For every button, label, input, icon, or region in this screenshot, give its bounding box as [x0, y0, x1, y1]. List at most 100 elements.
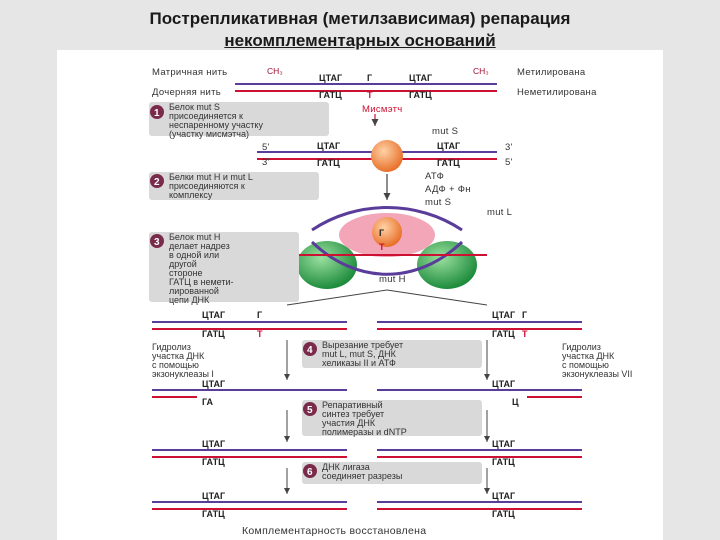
row-left-1 [152, 321, 347, 330]
step2-line: присоединяются к [169, 181, 245, 191]
step3-line: стороне [169, 268, 203, 278]
hydrolysis-left-line: Гидролиз [152, 342, 191, 352]
seq-top: ЦТАГ [202, 491, 225, 501]
hydrolysis-right-line: с помощью [562, 360, 609, 370]
step1-line: неспаренному участку [169, 120, 263, 130]
ch3-label: CH₃ [267, 66, 283, 76]
row-left-2 [152, 389, 347, 398]
base-t: Т [367, 90, 373, 100]
seq-top: ЦТАГ [492, 439, 515, 449]
hydrolysis-left-line: с помощью [152, 360, 199, 370]
slide-title-line1: Пострепликативная (метилзависимая) репар… [149, 9, 571, 28]
step4-box [302, 340, 482, 368]
complementarity-restored-label: Комплементарность восстановлена [242, 525, 426, 537]
step3-box [149, 232, 299, 302]
seq-top: ЦТАГ [202, 310, 225, 320]
step2-number: 2 [154, 177, 160, 188]
base-t: Т [522, 329, 528, 339]
mut-h-right-protein [417, 241, 477, 289]
unmethylated-label: Неметилирована [517, 87, 597, 98]
five-prime: 5' [505, 157, 513, 168]
step2-line: Белки mut H и mut L [169, 172, 253, 182]
hydrolysis-right-line: экзонуклеазы VII [562, 369, 632, 379]
seq-top: ЦТАГ [319, 73, 342, 83]
seq-top: ЦТАГ [437, 141, 460, 151]
hydrolysis-left-line: экзонуклеазы I [152, 369, 214, 379]
three-prime: 3' [262, 157, 270, 168]
step1-box [149, 102, 329, 136]
seq-ga: ГА [202, 397, 214, 407]
seq-top: ЦТАГ [409, 73, 432, 83]
step4-line: mut L, mut S, ДНК [322, 349, 397, 359]
step1-number-badge [150, 105, 164, 119]
step2-line: комплексу [169, 190, 213, 200]
step3-number: 3 [154, 237, 160, 248]
base-g: Г [522, 310, 527, 320]
step5-number: 5 [307, 405, 313, 416]
base-t: Т [257, 329, 263, 339]
row-left-3 [152, 449, 347, 458]
base-g: Г [379, 228, 384, 238]
hydrolysis-left-line: участка ДНК [152, 351, 205, 361]
seq-bottom: ГАТЦ [202, 457, 225, 467]
step3-line: делает надрез [169, 241, 230, 251]
seq-bottom: ГАТЦ [492, 509, 515, 519]
step5-line: полимеразы и dNTP [322, 427, 407, 437]
seq-top: ЦТАГ [202, 379, 225, 389]
seq-top: ЦТАГ [317, 141, 340, 151]
template-strand-label: Матричная нить [152, 67, 227, 78]
seq-bottom: ГАТЦ [317, 158, 340, 168]
step2-number-badge [150, 174, 164, 188]
step3-line: другой [169, 259, 197, 269]
row-right-3 [377, 449, 582, 458]
step3-number-badge [150, 234, 164, 248]
step3-line: ГАТЦ в немети- [169, 277, 234, 287]
step3-line: Белок mut H [169, 232, 220, 242]
step6-line: соединяет разрезы [322, 471, 402, 481]
step5-number-badge [303, 402, 317, 416]
mut-l-label: mut L [487, 207, 512, 218]
atp-label: АТФ [425, 171, 444, 182]
step5-line: Репаративный [322, 400, 383, 410]
row-right-4 [377, 501, 582, 510]
seq-ts: Ц [512, 397, 519, 407]
seq-top: ЦТАГ [202, 439, 225, 449]
step5-line: участия ДНК [322, 418, 376, 428]
step1-line: (участку мисмэтча) [169, 129, 249, 139]
base-t: Т [379, 242, 385, 252]
step6-line: ДНК лигаза [322, 462, 370, 472]
step4-number: 4 [307, 345, 313, 356]
seq-bottom: ГАТЦ [202, 509, 225, 519]
split-left-line [286, 289, 388, 306]
ch3-label: CH₃ [473, 66, 489, 76]
step1-line: Белок mut S [169, 102, 220, 112]
mut-s-label: mut S [432, 126, 458, 137]
seq-top: ЦТАГ [492, 310, 515, 320]
step6-box [302, 462, 482, 484]
seq-top: ЦТАГ [492, 379, 515, 389]
step4-line: Вырезание требует [322, 340, 403, 350]
seq-top: ЦТАГ [492, 491, 515, 501]
row-left-4 [152, 501, 347, 510]
mut-s-label: mut S [425, 197, 451, 208]
step3-line: цепи ДНК [169, 295, 210, 305]
step4-line: хеликазы II и АТФ [322, 358, 396, 368]
seq-bottom: ГАТЦ [409, 90, 432, 100]
mismatch-repair-diagram: Матричная нить Дочерняя нить Метилирован… [149, 66, 632, 537]
step3-line: в одной или [169, 250, 219, 260]
split-right-line [386, 289, 488, 306]
slide-title-line2: некомплементарных оснований [224, 31, 496, 50]
seq-bottom: ГАТЦ [492, 329, 515, 339]
methylated-label: Метилирована [517, 67, 586, 78]
step1-number: 1 [154, 108, 160, 119]
daughter-strand-label: Дочерняя нить [152, 87, 221, 98]
dna-loop-top [311, 206, 463, 232]
step2-box [149, 172, 319, 200]
mut-s-protein [371, 140, 403, 172]
row-right-2 [377, 389, 582, 398]
base-g: Г [367, 73, 372, 83]
seq-bottom: ГАТЦ [492, 457, 515, 467]
step6-number: 6 [307, 467, 313, 478]
mut-s-protein [372, 217, 402, 247]
mut-h-label: mut H [379, 274, 406, 285]
